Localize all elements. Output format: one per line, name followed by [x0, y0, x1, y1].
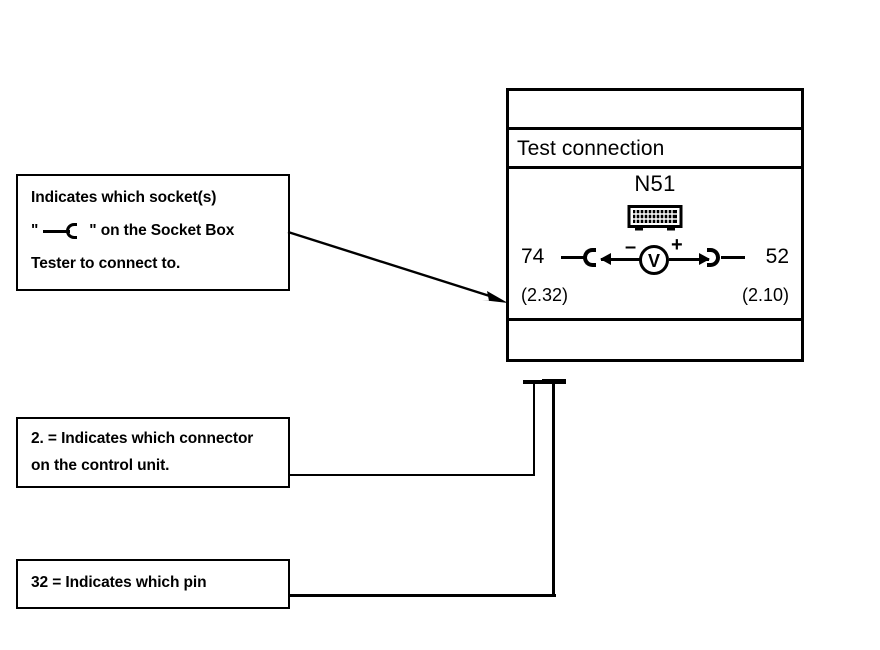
quote-open: "	[31, 221, 39, 239]
meter-circle: V	[639, 245, 669, 275]
callout-pin-leader-cap	[542, 379, 566, 384]
callout-connector-leader-horizontal	[290, 474, 535, 476]
callout-socket-line-3: Tester to connect to.	[31, 254, 181, 272]
connector-reference-row: (2.32) (2.10)	[509, 281, 801, 309]
callout-socket-box: Indicates which socket(s) " " on the Sock…	[16, 174, 290, 291]
callout-connector-line-1: 2. = Indicates which connector	[31, 430, 254, 447]
callout-pin-line-1: 32 = Indicates which pin	[31, 574, 207, 591]
test-connection-panel: Test connection N51	[506, 88, 804, 362]
callout-socket-line-2: " " on the Socket Box	[31, 222, 288, 240]
callout-pin-leader-horizontal	[290, 594, 556, 597]
socket-open-left-icon	[707, 248, 749, 267]
meter-arrow-right	[669, 253, 710, 265]
panel-bottom-row	[509, 321, 801, 356]
callout-pin-leader-vertical	[552, 382, 555, 597]
panel-top-row	[509, 91, 801, 130]
panel-body-row: N51	[509, 169, 801, 321]
socket-open-right-icon	[41, 222, 87, 240]
callout-socket-line-2-text: " on the Socket Box	[89, 221, 235, 239]
device-label: N51	[634, 171, 676, 196]
callout-connector-leader-cap	[523, 380, 545, 384]
polarity-plus-sign: +	[671, 234, 683, 256]
callout-pin-box: 32 = Indicates which pin	[16, 559, 290, 609]
callout-connector-box: 2. = Indicates which connector on the co…	[16, 417, 290, 488]
panel-title: Test connection	[517, 137, 665, 160]
pin-left-number: 74	[521, 245, 545, 268]
meter-arrow-left	[600, 253, 641, 265]
pin-right-number: 52	[765, 245, 789, 268]
polarity-minus-sign: –	[625, 236, 637, 258]
connector-ref-left: (2.32)	[521, 285, 569, 305]
socket-open-right-icon	[561, 248, 603, 267]
callout-socket-leader-arrow	[287, 230, 508, 303]
meter-symbol: V	[647, 251, 660, 271]
callout-connector-line-2: on the control unit.	[31, 456, 170, 474]
callout-connector-leader-vertical	[533, 382, 535, 476]
panel-title-row: Test connection	[509, 130, 801, 169]
voltmeter-icon: – + V	[599, 234, 711, 275]
control-unit-connector-icon	[627, 205, 683, 231]
connector-ref-right: (2.10)	[741, 285, 789, 305]
callout-socket-line-1: Indicates which socket(s)	[31, 189, 217, 206]
measurement-row: 74 – + V 52	[509, 234, 801, 275]
